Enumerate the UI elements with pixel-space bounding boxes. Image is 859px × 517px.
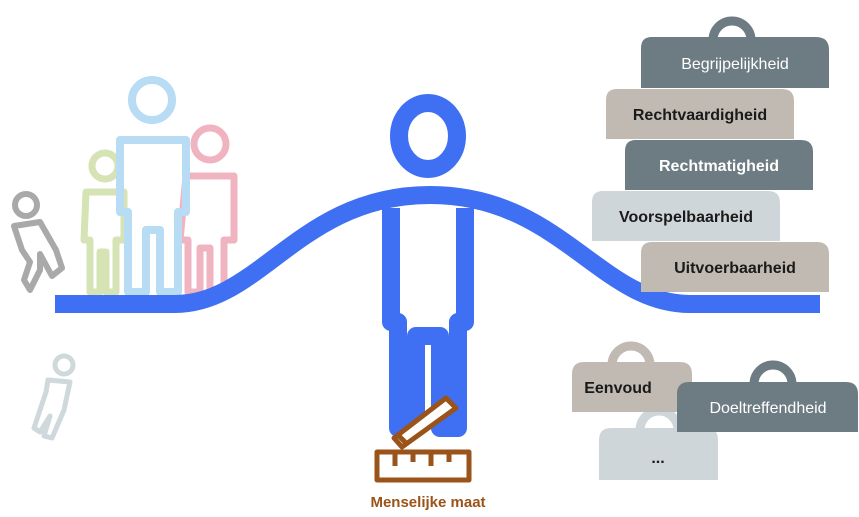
weight-doeltreffendheid: Doeltreffendheid bbox=[677, 360, 858, 432]
figure-green-head bbox=[88, 149, 122, 183]
figure-pink-body bbox=[176, 172, 238, 296]
weight-label: Uitvoerbaarheid bbox=[674, 260, 796, 277]
weight-label: Doeltreffendheid bbox=[709, 400, 826, 417]
figure-lightgrey-head bbox=[52, 353, 76, 377]
weight-block bbox=[606, 89, 794, 139]
weight-rechtvaardigheid: Rechtvaardigheid bbox=[606, 89, 794, 139]
figure-grey-body bbox=[11, 219, 65, 293]
figure-lightgrey-running bbox=[31, 353, 76, 441]
weight-handle bbox=[635, 406, 683, 431]
figure-central bbox=[382, 94, 474, 437]
scale-beam bbox=[55, 185, 820, 313]
weight-block bbox=[592, 191, 780, 241]
weight-label: Voorspelbaarheid bbox=[619, 209, 753, 226]
weights-stack: Begrijpelijkheid Rechtvaardigheid Rechtm… bbox=[592, 16, 829, 292]
weight-handle bbox=[708, 16, 756, 41]
weight-label: Eenvoud bbox=[584, 380, 652, 397]
figure-pink bbox=[176, 124, 238, 296]
figure-grey-bending bbox=[11, 191, 65, 293]
weight-voorspelbaarheid: Voorspelbaarheid bbox=[592, 191, 780, 241]
weight-block bbox=[641, 37, 829, 88]
caption-menselijke-maat: Menselijke maat bbox=[370, 494, 485, 511]
figure-lightblue bbox=[116, 76, 190, 296]
weight-begrijpelijkheid: Begrijpelijkheid bbox=[641, 16, 829, 88]
figure-lightblue-body bbox=[116, 136, 190, 296]
weight-rechtmatigheid: Rechtmatigheid bbox=[625, 140, 813, 190]
weight-block bbox=[625, 140, 813, 190]
weight-block bbox=[599, 428, 718, 480]
figure-lightgrey-body bbox=[31, 377, 73, 441]
weight-block bbox=[641, 242, 829, 292]
weight-label: Begrijpelijkheid bbox=[681, 56, 789, 73]
figure-grey-head bbox=[12, 191, 40, 219]
weight-label: Rechtvaardigheid bbox=[633, 107, 767, 124]
figure-central-head bbox=[390, 94, 466, 178]
weight-handle bbox=[749, 360, 797, 385]
weight-uitvoerbaarheid: Uitvoerbaarheid bbox=[641, 242, 829, 292]
figure-lightblue-head bbox=[128, 76, 176, 124]
weight-label: Rechtmatigheid bbox=[659, 158, 779, 175]
weights-loose: ... Eenvoud Doeltreffendheid bbox=[572, 341, 858, 480]
weight-block bbox=[677, 382, 858, 432]
weight-handle bbox=[607, 341, 655, 366]
figure-pink-head bbox=[190, 124, 230, 164]
ruler-pencil-icon bbox=[374, 395, 472, 483]
figure-central-body bbox=[382, 208, 474, 437]
weight-block bbox=[572, 362, 692, 412]
weight-label: ... bbox=[651, 450, 664, 467]
weight-eenvoud: Eenvoud bbox=[572, 341, 692, 412]
